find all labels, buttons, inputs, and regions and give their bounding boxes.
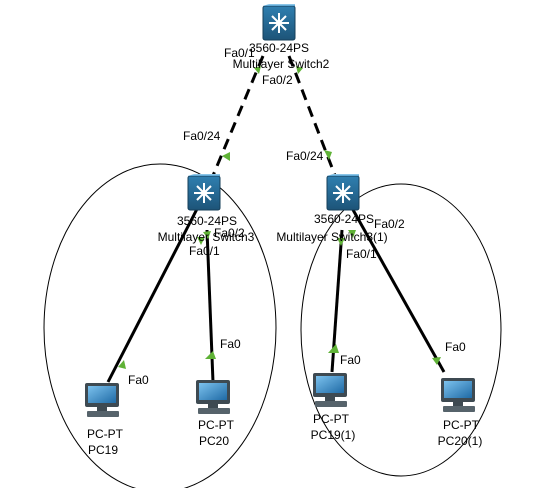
pc20-model-label: PC-PT (198, 418, 235, 432)
port-status-pc19-1 (328, 344, 339, 353)
port-status-core-right (296, 66, 303, 74)
pc-pc19[interactable] (85, 383, 119, 417)
right-group-ellipse (300, 183, 502, 477)
pc-pc20-1[interactable] (441, 378, 475, 412)
port-status-core-left (254, 66, 261, 74)
pc20-name-label: PC20 (199, 434, 229, 448)
core-switch-model-label: 3560-24PS (249, 41, 309, 55)
right-switch[interactable] (326, 174, 360, 211)
pc19-1-name-label: PC19(1) (311, 428, 356, 442)
right-switch-model-label: 3560-24PS (314, 212, 374, 226)
port-status-pc20-1 (432, 357, 441, 365)
port-label-pc19-1: Fa0 (340, 353, 361, 367)
port-label-pc20: Fa0 (220, 337, 241, 351)
port-status-left-up (222, 152, 230, 161)
pc20-1-model-label: PC-PT (443, 418, 480, 432)
port-label-right-down1: Fa0/1 (346, 247, 377, 261)
left-switch-name-label: Multilayer Switch3 (158, 230, 255, 244)
port-label-right-down2: Fa0/2 (374, 217, 405, 231)
pc-pc20[interactable] (196, 380, 230, 414)
port-label-core-right: Fa0/2 (262, 73, 293, 87)
link-right-switch-pc20-1[interactable] (350, 207, 446, 373)
port-label-pc20-1: Fa0 (445, 340, 466, 354)
pc19-1-model-label: PC-PT (313, 412, 350, 426)
port-status-left-down1 (197, 237, 205, 245)
port-label-left-up: Fa0/24 (183, 129, 221, 143)
port-status-left-down2 (203, 231, 211, 239)
port-label-left-down2: Fa0/2 (214, 226, 245, 240)
link-core-left-switch[interactable] (210, 55, 265, 179)
port-status-right-down1 (337, 238, 345, 246)
port-label-core-left: Fa0/1 (224, 46, 255, 60)
left-group-ellipse (43, 163, 277, 488)
port-label-pc19: Fa0 (128, 373, 149, 387)
core-switch-name-label: Multilayer Switch2 (233, 57, 330, 71)
pc-pc19-1[interactable] (313, 373, 347, 407)
port-label-right-up: Fa0/24 (286, 149, 324, 163)
core-switch[interactable] (262, 4, 296, 41)
port-status-right-up (324, 150, 332, 160)
port-status-right-down2 (348, 230, 356, 238)
port-status-indicators (118, 66, 441, 369)
pc19-name-label: PC19 (88, 443, 118, 457)
port-label-left-down1: Fa0/1 (189, 244, 220, 258)
pc20-1-name-label: PC20(1) (438, 434, 483, 448)
port-status-pc19 (118, 360, 126, 369)
left-switch[interactable] (187, 174, 221, 211)
pc19-model-label: PC-PT (87, 427, 124, 441)
right-switch-name-label: Multilayer Switch3(1) (276, 230, 387, 244)
link-left-switch-pc19[interactable] (106, 206, 200, 383)
left-switch-model-label: 3560-24PS (177, 214, 237, 228)
port-status-pc20 (205, 351, 216, 359)
